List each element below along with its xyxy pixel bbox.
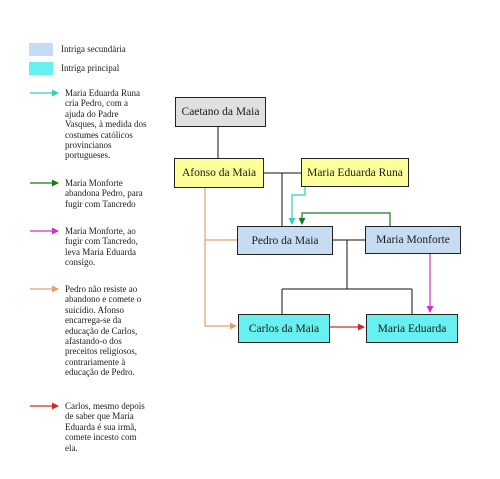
note-magenta: Maria Monforte, ao fugir com Tancredo, l… <box>65 226 138 268</box>
node-maria-eduarda: Maria Eduarda <box>366 314 458 343</box>
arrow-green-monforte-pedro <box>298 212 391 226</box>
node-pedro-da-maia: Pedro da Maia <box>237 226 333 255</box>
legend-label-secondary: Intriga secundária <box>61 44 126 54</box>
note-red: Carlos, mesmo depois de saber que Maria … <box>65 401 145 453</box>
legend-label-principal: Intriga principal <box>61 63 120 73</box>
arrow-cyan-runa-pedro <box>288 187 306 225</box>
note-green: Maria Monforte abandona Pedro, para fugi… <box>65 178 143 209</box>
note-cyan: Maria Eduarda Runa cria Pedro, com a aju… <box>65 88 147 161</box>
legend-swatch-principal <box>29 62 53 75</box>
node-caetano-da-maia: Caetano da Maia <box>175 97 266 127</box>
legend-swatch-secondary <box>29 43 53 56</box>
node-afonso-da-maia: Afonso da Maia <box>174 158 264 188</box>
node-maria-eduarda-runa: Maria Eduarda Runa <box>301 158 409 187</box>
note-orange: Pedro não resiste ao abandono e comete o… <box>65 284 142 378</box>
node-maria-monforte: Maria Monforte <box>365 226 461 254</box>
node-carlos-da-maia: Carlos da Maia <box>238 314 330 343</box>
